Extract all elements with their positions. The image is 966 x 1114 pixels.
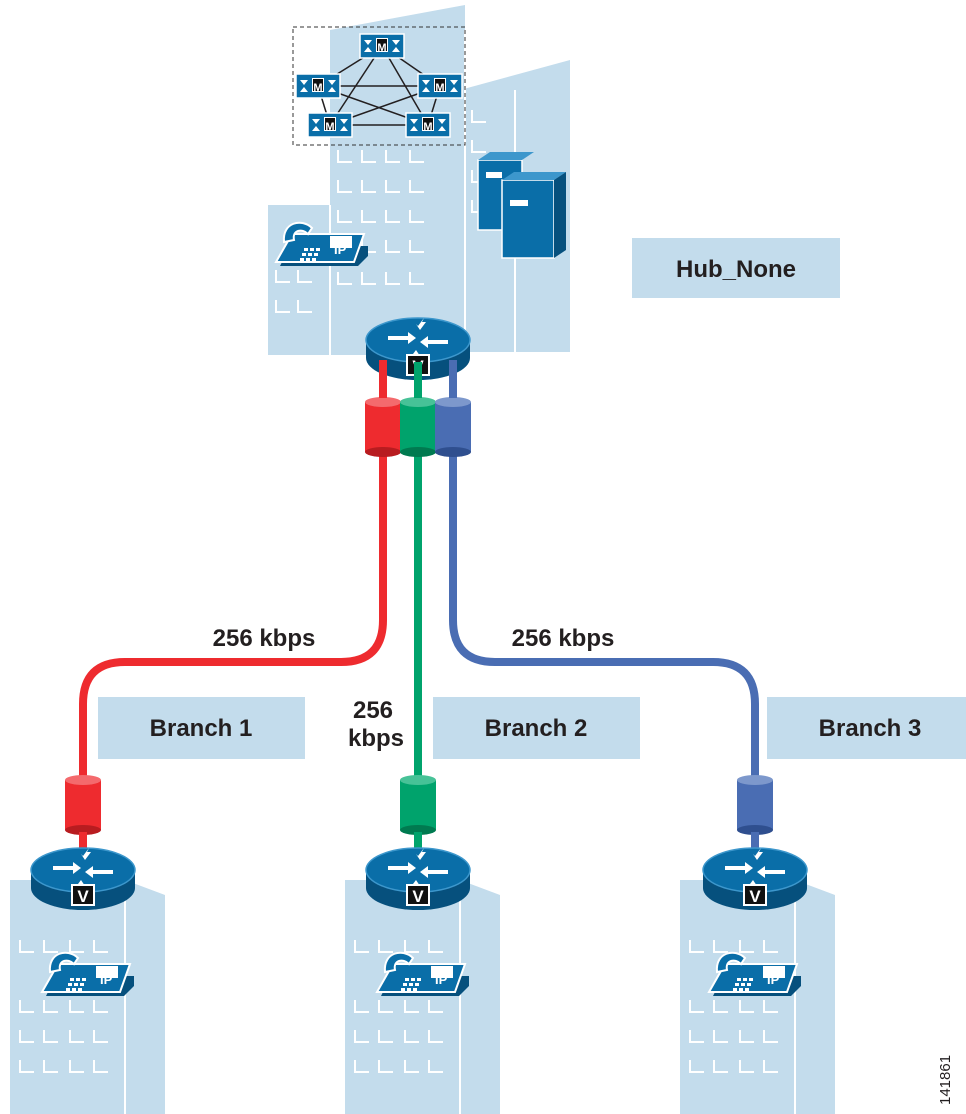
cm-badge-5: M	[423, 121, 432, 133]
branch-2-phone-badge: IP	[435, 972, 448, 987]
link-speed-branch-3: 256 kbps	[512, 625, 615, 652]
branch-3-queue-icon	[737, 775, 773, 835]
hub-building-left-roof	[268, 205, 330, 230]
link-speed-branch-1: 256 kbps	[213, 625, 316, 652]
hub-site: M M M M M IP V	[268, 5, 570, 381]
hub-label: Hub_None	[676, 256, 796, 283]
figure-id: 141861	[937, 1055, 954, 1105]
branch-2-label: Branch 2	[485, 715, 588, 742]
branch-3-phone-badge: IP	[767, 972, 780, 987]
queue-red-icon	[365, 397, 401, 457]
branch-2-router-badge: V	[412, 887, 424, 906]
hub-building-center-roof	[330, 5, 465, 30]
hub-building-right-roof	[460, 60, 570, 90]
queue-blue-icon	[435, 397, 471, 457]
queue-green-icon	[400, 397, 436, 457]
link-branch-3	[449, 400, 759, 880]
branch-2-queue-icon	[400, 775, 436, 835]
hub-phone-badge: IP	[334, 242, 347, 257]
branch-1-label: Branch 1	[150, 715, 253, 742]
link-speed-branch-2-line1: 256	[353, 697, 393, 724]
cm-badge-3: M	[435, 82, 444, 94]
branch-3-label: Branch 3	[819, 715, 922, 742]
link-branch-1	[79, 400, 387, 880]
branch-2-label-box: Branch 2	[433, 697, 640, 759]
branch-3-label-box: Branch 3	[767, 697, 966, 759]
link-speed-branch-2-line2: kbps	[348, 725, 404, 752]
branch-1-router-badge: V	[77, 887, 89, 906]
call-manager-cluster-outline	[292, 26, 466, 146]
branch-1-phone-badge: IP	[100, 972, 113, 987]
cm-badge-2: M	[313, 82, 322, 94]
server-icon	[477, 152, 566, 259]
cm-badge-4: M	[325, 121, 334, 133]
branch-2-site: V IP	[345, 775, 500, 1114]
branch-1-label-box: Branch 1	[98, 697, 305, 759]
branch-1-queue-icon	[65, 775, 101, 835]
branch-1-site: V IP	[10, 775, 165, 1114]
branch-3-router-badge: V	[749, 887, 761, 906]
branch-3-site: V IP	[680, 775, 835, 1114]
hub-label-box: Hub_None	[632, 238, 840, 298]
cm-badge-1: M	[377, 42, 386, 54]
hub-queues	[365, 360, 471, 457]
